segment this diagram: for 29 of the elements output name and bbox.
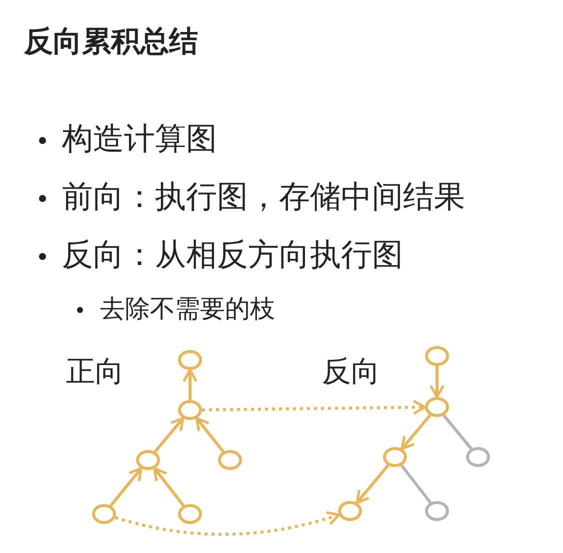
- arrow: [154, 416, 184, 453]
- graph-node: [178, 400, 202, 420]
- arrow: [153, 467, 185, 507]
- arrow: [400, 414, 432, 450]
- diagram-label: 正向: [66, 353, 124, 390]
- graph-node: [178, 504, 202, 524]
- bullet-text: 前向：执行图，存储中间结果: [62, 178, 465, 217]
- graph-node: [466, 447, 490, 467]
- graph-node: [425, 346, 449, 366]
- title: 反向累积总结: [24, 23, 198, 60]
- arrow: [182, 368, 198, 400]
- bullet-text: 去除不需要的枝: [100, 293, 275, 325]
- diagram-label: 反向: [322, 353, 380, 390]
- arrow: [430, 366, 444, 398]
- graph-node: [338, 501, 362, 521]
- graph-node: [425, 397, 449, 417]
- bullet-text: 构造计算图: [62, 120, 217, 159]
- arrow: [356, 464, 390, 504]
- arrow: [114, 510, 340, 536]
- graph-node: [136, 450, 160, 470]
- graph-node: [92, 504, 116, 524]
- graph-node: [383, 447, 407, 467]
- bullet-text: 反向：从相反方向执行图: [62, 236, 403, 275]
- graph-node: [425, 501, 449, 521]
- graph-node: [218, 450, 242, 470]
- arrow: [202, 400, 426, 415]
- graph-node: [178, 350, 202, 370]
- arrow: [110, 467, 142, 507]
- arrow: [195, 417, 225, 453]
